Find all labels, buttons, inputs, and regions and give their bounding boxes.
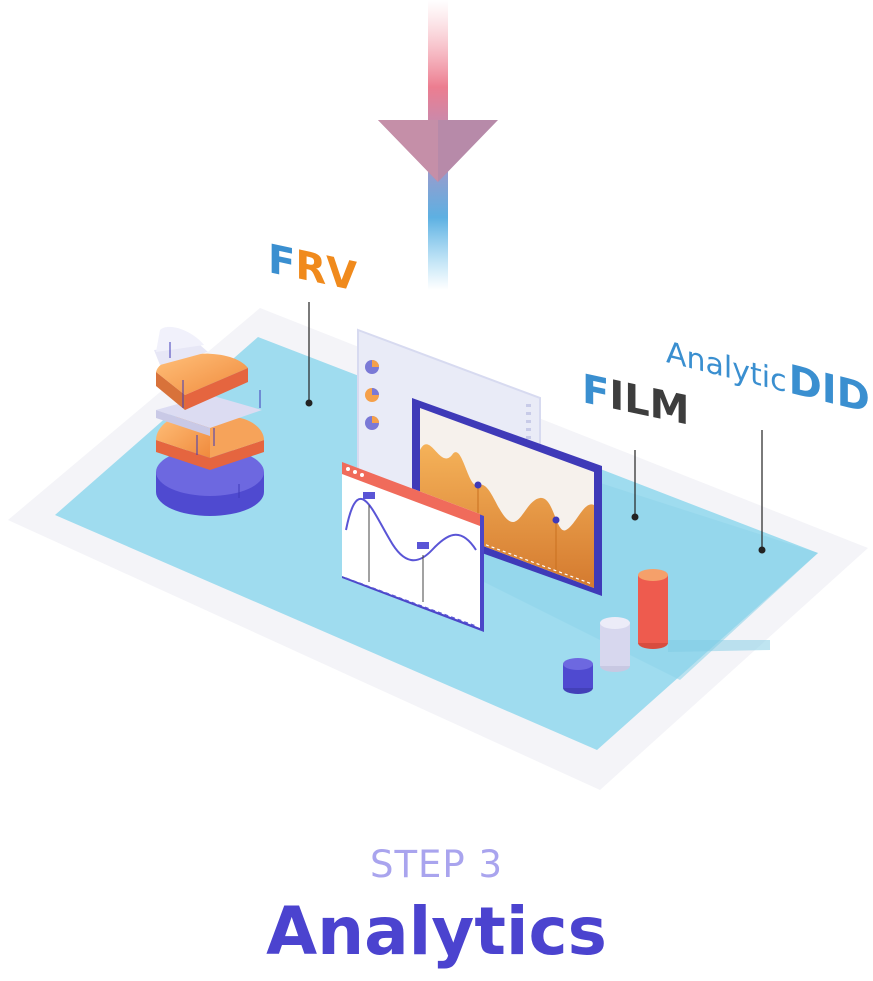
frv-label-rest: RV xyxy=(295,240,357,301)
line-chart-curve xyxy=(345,498,477,562)
chart-marker xyxy=(363,492,375,499)
frv-label-f: F xyxy=(268,234,295,287)
step-title: Analytics xyxy=(266,893,607,970)
film-label-f: F xyxy=(582,364,609,417)
svg-text:FILM: FILM xyxy=(582,364,689,434)
step-number: STEP 3 xyxy=(369,843,504,886)
chart-point xyxy=(474,481,482,489)
film-label: FILM xyxy=(582,364,689,434)
svg-text:FRV: FRV xyxy=(268,234,358,301)
svg-text:AnalyticDID: AnalyticDID xyxy=(666,325,870,423)
line-chart-window xyxy=(342,462,484,632)
frv-callout-dot xyxy=(305,399,313,407)
chart-point xyxy=(552,516,560,524)
did-callout-dot xyxy=(758,546,766,554)
area-chart-fill xyxy=(420,444,594,588)
film-callout-dot xyxy=(631,513,639,521)
incoming-arrow xyxy=(378,0,498,290)
cylinder-chart xyxy=(563,569,770,694)
chart-marker xyxy=(417,542,429,549)
did-label: DID xyxy=(789,355,870,423)
frv-label: FRV xyxy=(268,234,358,301)
pie-stack xyxy=(154,326,264,516)
film-label-rest: ILM xyxy=(609,370,689,435)
analytic-did-label: AnalyticDID xyxy=(666,325,870,423)
